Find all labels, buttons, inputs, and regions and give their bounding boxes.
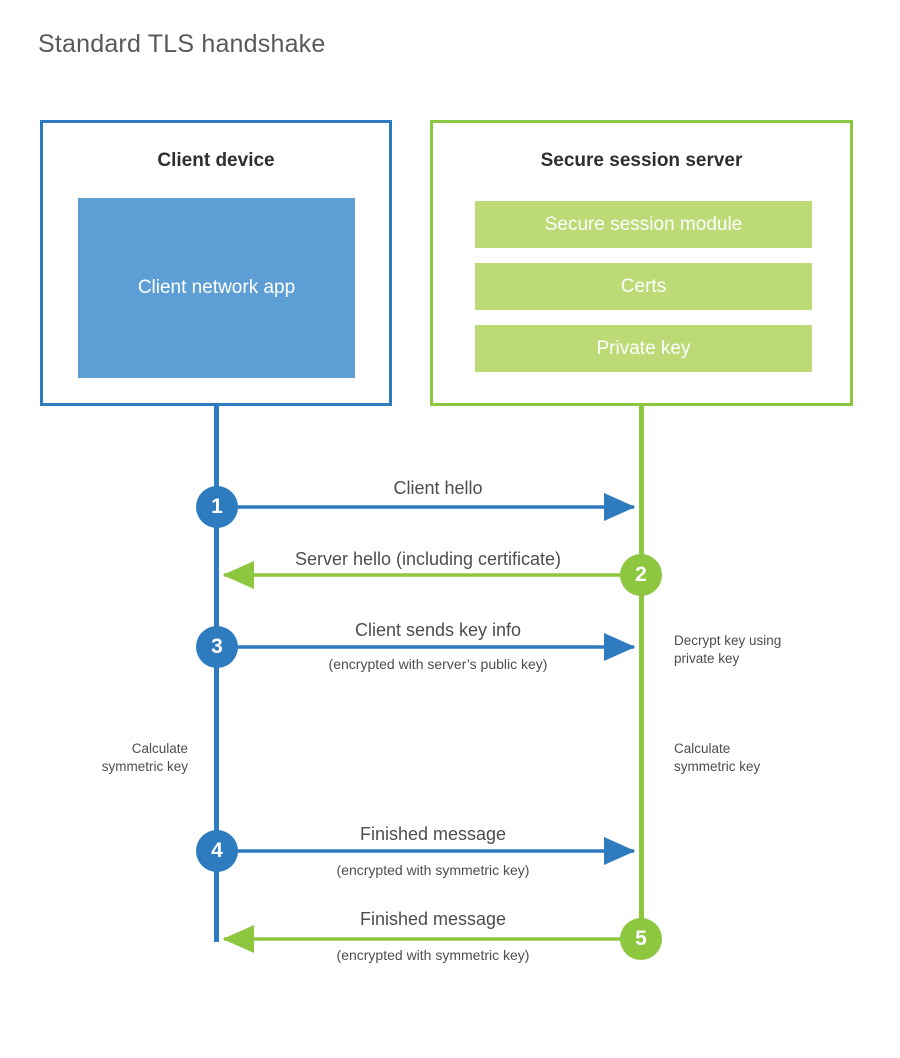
secure-session-server-box: Secure session server Secure session mod…	[430, 120, 853, 406]
message-label-step-3: Client sends key info	[354, 620, 522, 640]
message-sublabel-step-4: (encrypted with symmetric key)	[336, 862, 530, 878]
note-client-calc-line2: symmetric key	[101, 758, 188, 774]
note-decrypt-key-line1: Decrypt key using	[674, 633, 782, 648]
server-module-private-key: Private key	[475, 325, 812, 372]
note-decrypt-key: Decrypt key using private key	[674, 632, 854, 668]
client-device-box: Client device Client network app	[40, 120, 392, 406]
step-marker-3[interactable]: 3	[196, 626, 238, 668]
note-decrypt-key-line2: private key	[674, 650, 740, 666]
note-client-calc-line1: Calculate	[131, 741, 188, 756]
step-marker-5[interactable]: 5	[620, 918, 662, 960]
message-label-step-1: Client hello	[393, 478, 483, 498]
message-label-step-5: Finished message	[359, 909, 507, 929]
server-module-certs: Certs	[475, 263, 812, 310]
message-sublabel-step-3: (encrypted with server’s public key)	[328, 656, 548, 672]
step-marker-1[interactable]: 1	[196, 486, 238, 528]
note-client-calculate-symmetric-key: Calculate symmetric key	[20, 740, 188, 776]
message-label-step-2: Server hello (including certificate)	[294, 549, 562, 569]
client-device-title: Client device	[157, 150, 275, 171]
note-server-calc-line1: Calculate	[674, 741, 731, 756]
server-module-secure-session: Secure session module	[475, 201, 812, 248]
note-server-calc-line2: symmetric key	[674, 758, 761, 774]
secure-session-server-title: Secure session server	[540, 150, 743, 171]
step-marker-2[interactable]: 2	[620, 554, 662, 596]
page-title: Standard TLS handshake	[38, 30, 326, 58]
note-server-calculate-symmetric-key: Calculate symmetric key	[674, 740, 854, 776]
step-marker-4[interactable]: 4	[196, 830, 238, 872]
server-lifeline	[639, 405, 644, 942]
client-lifeline	[214, 405, 219, 942]
message-sublabel-step-5: (encrypted with symmetric key)	[336, 947, 530, 963]
client-network-app-block: Client network app	[78, 198, 355, 378]
message-label-step-4: Finished message	[359, 824, 507, 844]
server-module-list: Secure session module Certs Private key	[475, 201, 812, 372]
